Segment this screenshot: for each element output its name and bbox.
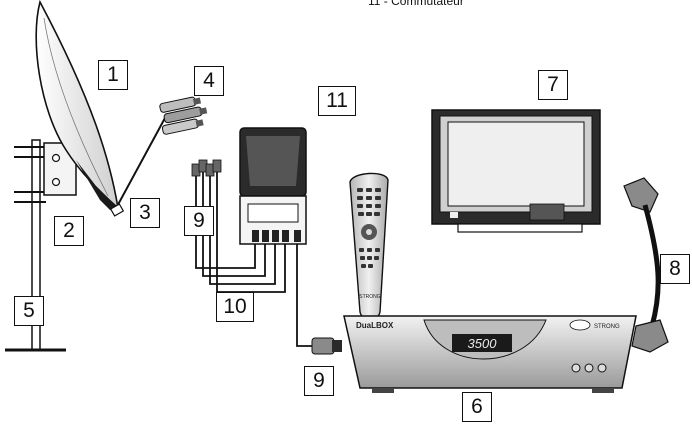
remote-control: STRONG bbox=[349, 172, 389, 321]
callout-lnb: 4 bbox=[194, 66, 224, 96]
receiver-brand: DuaLBOX bbox=[356, 321, 394, 330]
callout-cables: 10 bbox=[216, 292, 254, 322]
callout-connector-top: 9 bbox=[184, 206, 214, 236]
receiver-logo: STRONG bbox=[594, 324, 620, 330]
callout-receiver: 6 bbox=[462, 392, 492, 422]
f-connectors-top bbox=[191, 159, 222, 177]
callout-bracket: 2 bbox=[54, 216, 84, 246]
callout-tv: 7 bbox=[538, 70, 568, 100]
callout-lnb-arm: 3 bbox=[130, 198, 160, 228]
callout-scart: 8 bbox=[660, 254, 690, 284]
satellite-dish bbox=[35, 0, 120, 211]
satellite-receiver: 3500 DuaLBOX STRONG bbox=[343, 315, 637, 393]
lnb-heads bbox=[159, 96, 208, 135]
lnb-arm bbox=[109, 117, 166, 217]
header-caption: 11 - Commutateur bbox=[368, 0, 464, 8]
callout-switch: 11 bbox=[318, 86, 356, 116]
mast-pole bbox=[5, 139, 66, 352]
scart-cable bbox=[623, 177, 669, 353]
diseqc-switch bbox=[239, 127, 307, 245]
f-connector-receiver bbox=[311, 337, 342, 355]
remote-logo: STRONG bbox=[359, 294, 381, 300]
callout-dish: 1 bbox=[98, 60, 128, 90]
television bbox=[431, 109, 601, 233]
callout-connector-bottom: 9 bbox=[304, 366, 334, 396]
receiver-display: 3500 bbox=[468, 336, 498, 351]
callout-mast: 5 bbox=[14, 296, 44, 326]
